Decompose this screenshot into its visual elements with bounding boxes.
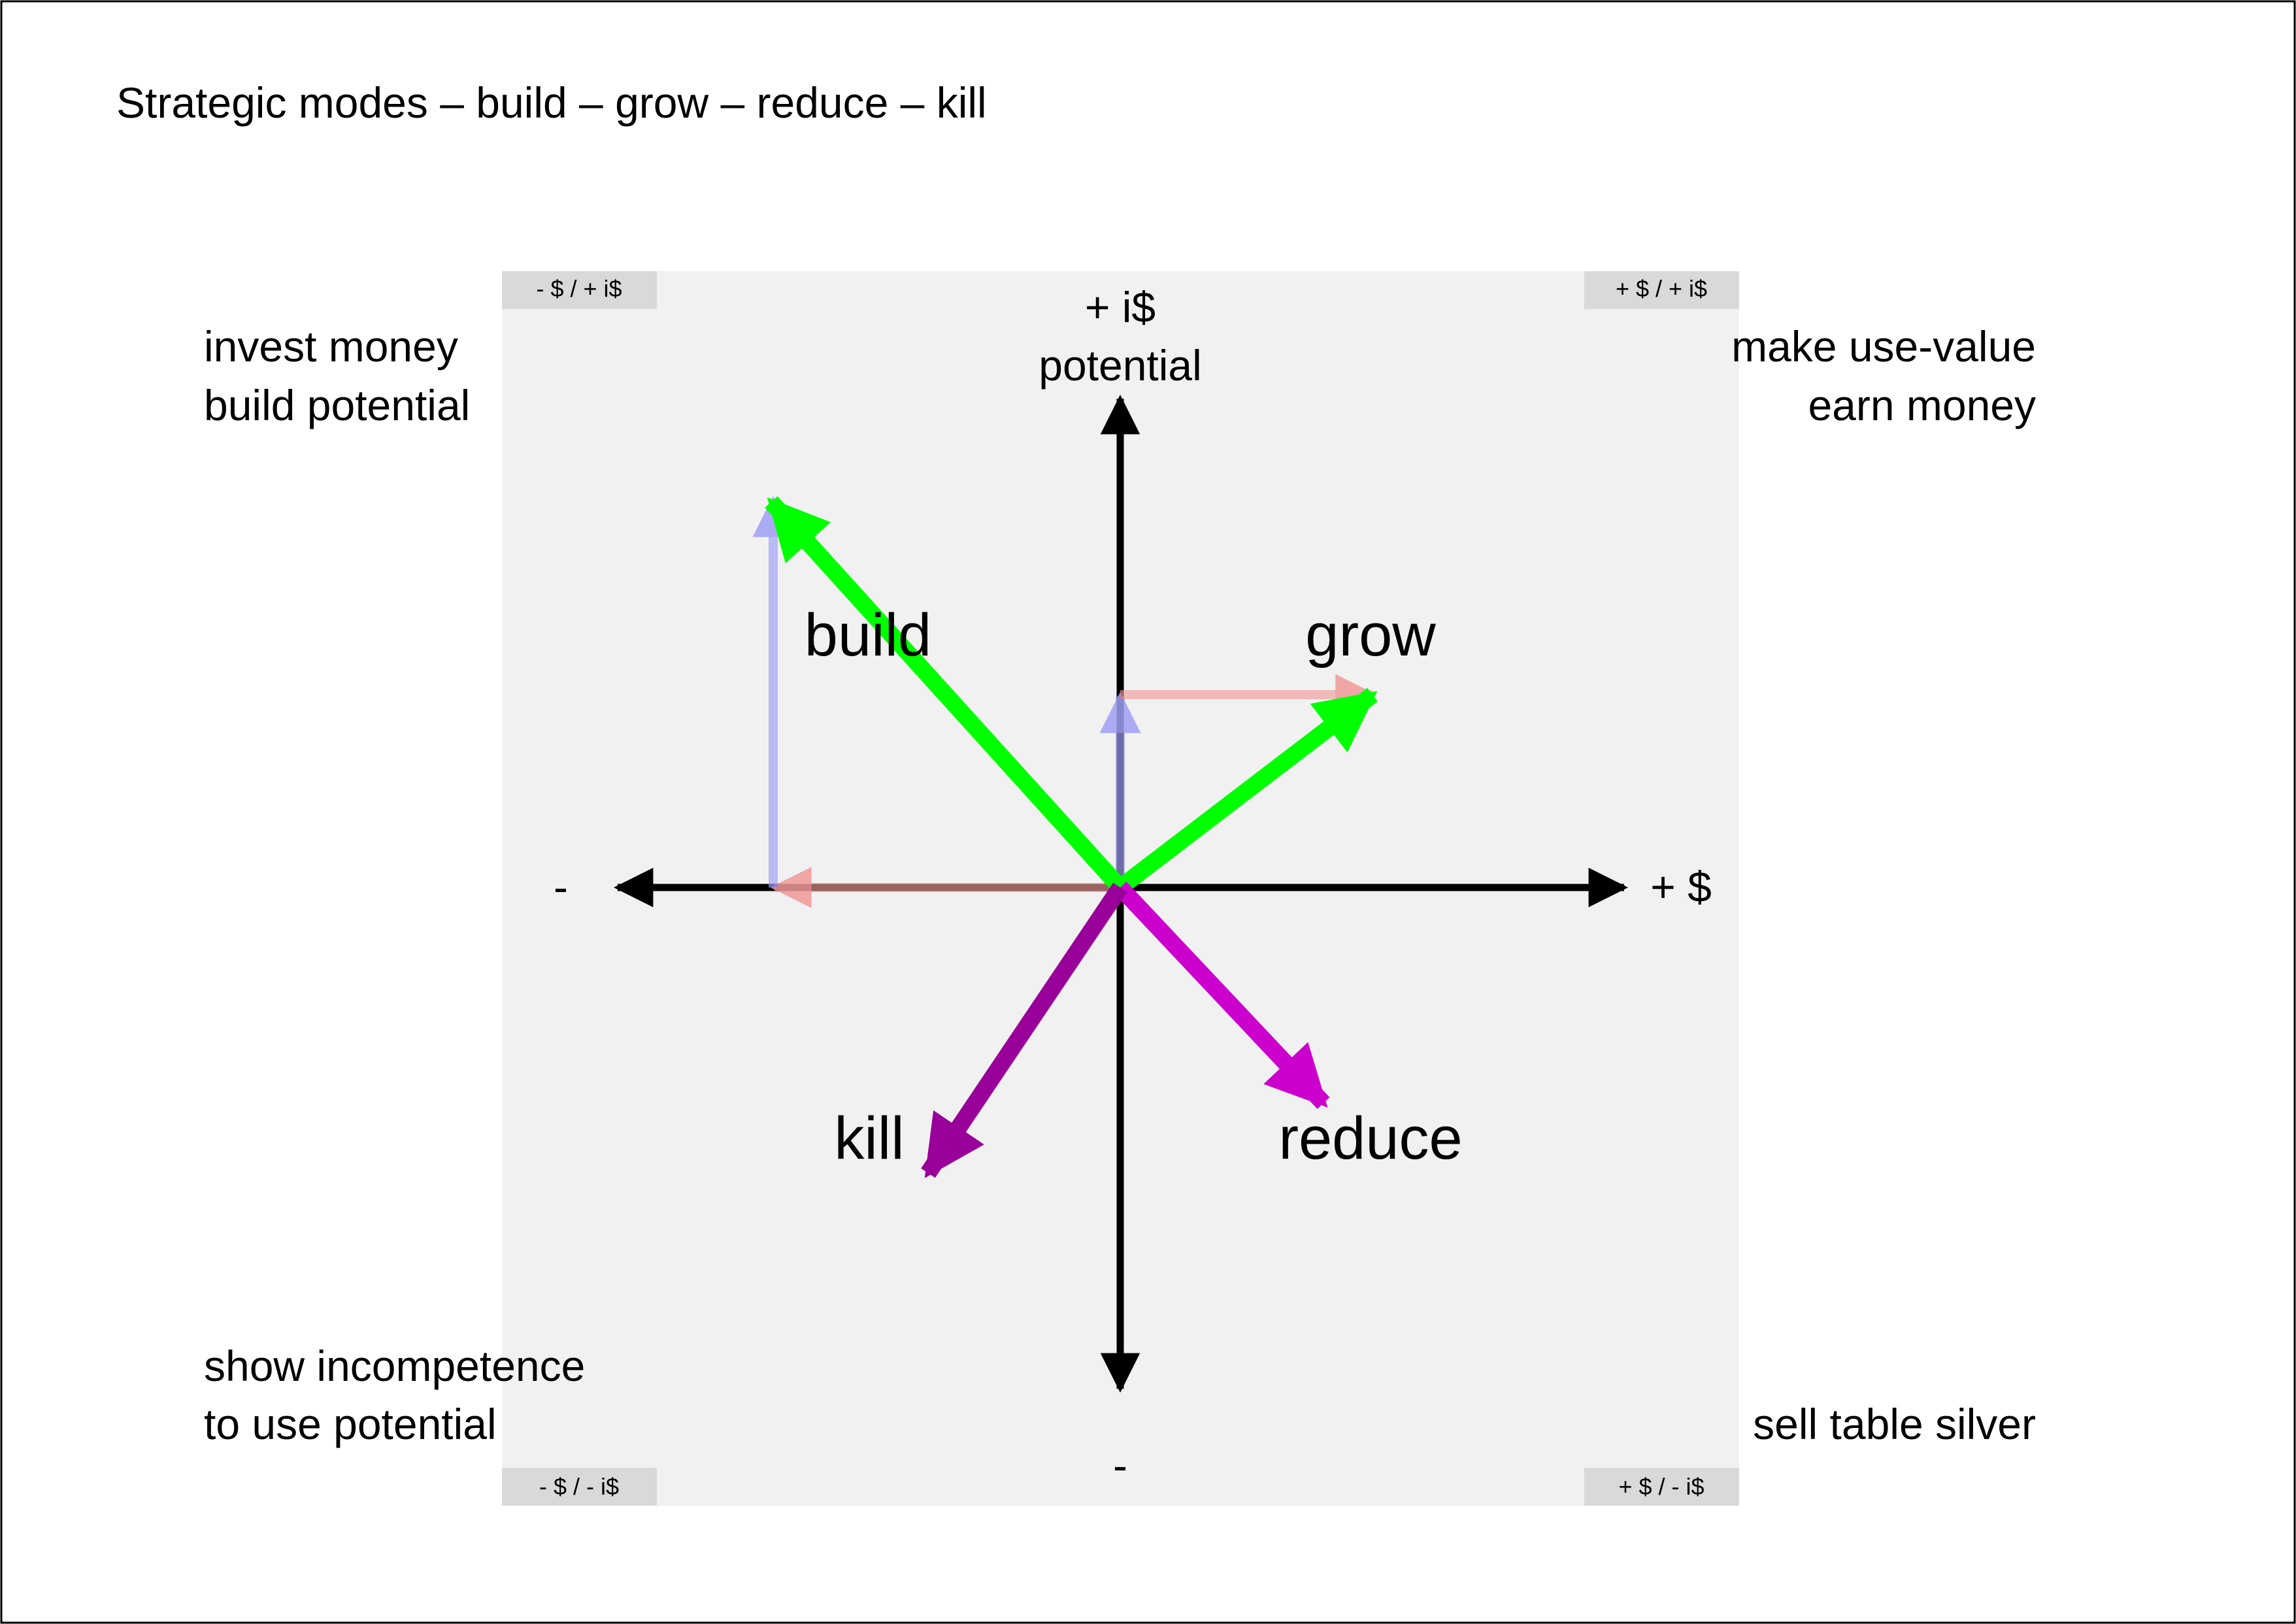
tag-bottom-right-text: + $ / - i$: [1618, 1473, 1704, 1500]
note-top-right-line1: make use-value: [1731, 322, 2036, 371]
note-top-right-line2: earn money: [1808, 381, 2036, 429]
note-top-left-line2: build potential: [204, 381, 470, 429]
quadrant-tag-bottom-right: + $ / - i$: [1584, 1468, 1739, 1506]
note-bottom-left-line1: show incompetence: [204, 1342, 585, 1390]
note-bottom-left-line2: to use potential: [204, 1400, 497, 1448]
y-axis-bottom-label: -: [1113, 1441, 1127, 1489]
quadrant-tag-bottom-left: - $ / - i$: [502, 1468, 657, 1506]
build-label: build: [805, 602, 931, 669]
grow-arrow: [1115, 688, 1378, 895]
tag-top-left-text: - $ / + i$: [536, 275, 622, 302]
quadrant-tag-top-right: + $ / + i$: [1584, 271, 1739, 309]
kill-label: kill: [834, 1105, 904, 1172]
reduce-arrow: [1114, 882, 1330, 1109]
build-arrow: [765, 496, 1127, 893]
diagram-title: Strategic modes – build – grow – reduce …: [116, 78, 987, 127]
kill-arrow: [921, 882, 1127, 1178]
reduce-label: reduce: [1278, 1105, 1462, 1172]
y-axis-top-sublabel: potential: [1039, 341, 1202, 389]
tag-top-right-text: + $ / + i$: [1616, 275, 1707, 302]
tag-bottom-left-text: - $ / - i$: [539, 1473, 619, 1500]
quadrant-tag-top-left: - $ / + i$: [502, 271, 657, 309]
x-axis-right-label: + $: [1650, 863, 1712, 911]
note-bottom-right-line1: sell table silver: [1753, 1400, 2036, 1448]
note-top-left-line1: invest money: [204, 322, 458, 371]
x-axis-left-label: -: [554, 863, 568, 911]
y-axis-top-label: + i$: [1085, 283, 1156, 331]
grow-label: grow: [1305, 602, 1436, 669]
